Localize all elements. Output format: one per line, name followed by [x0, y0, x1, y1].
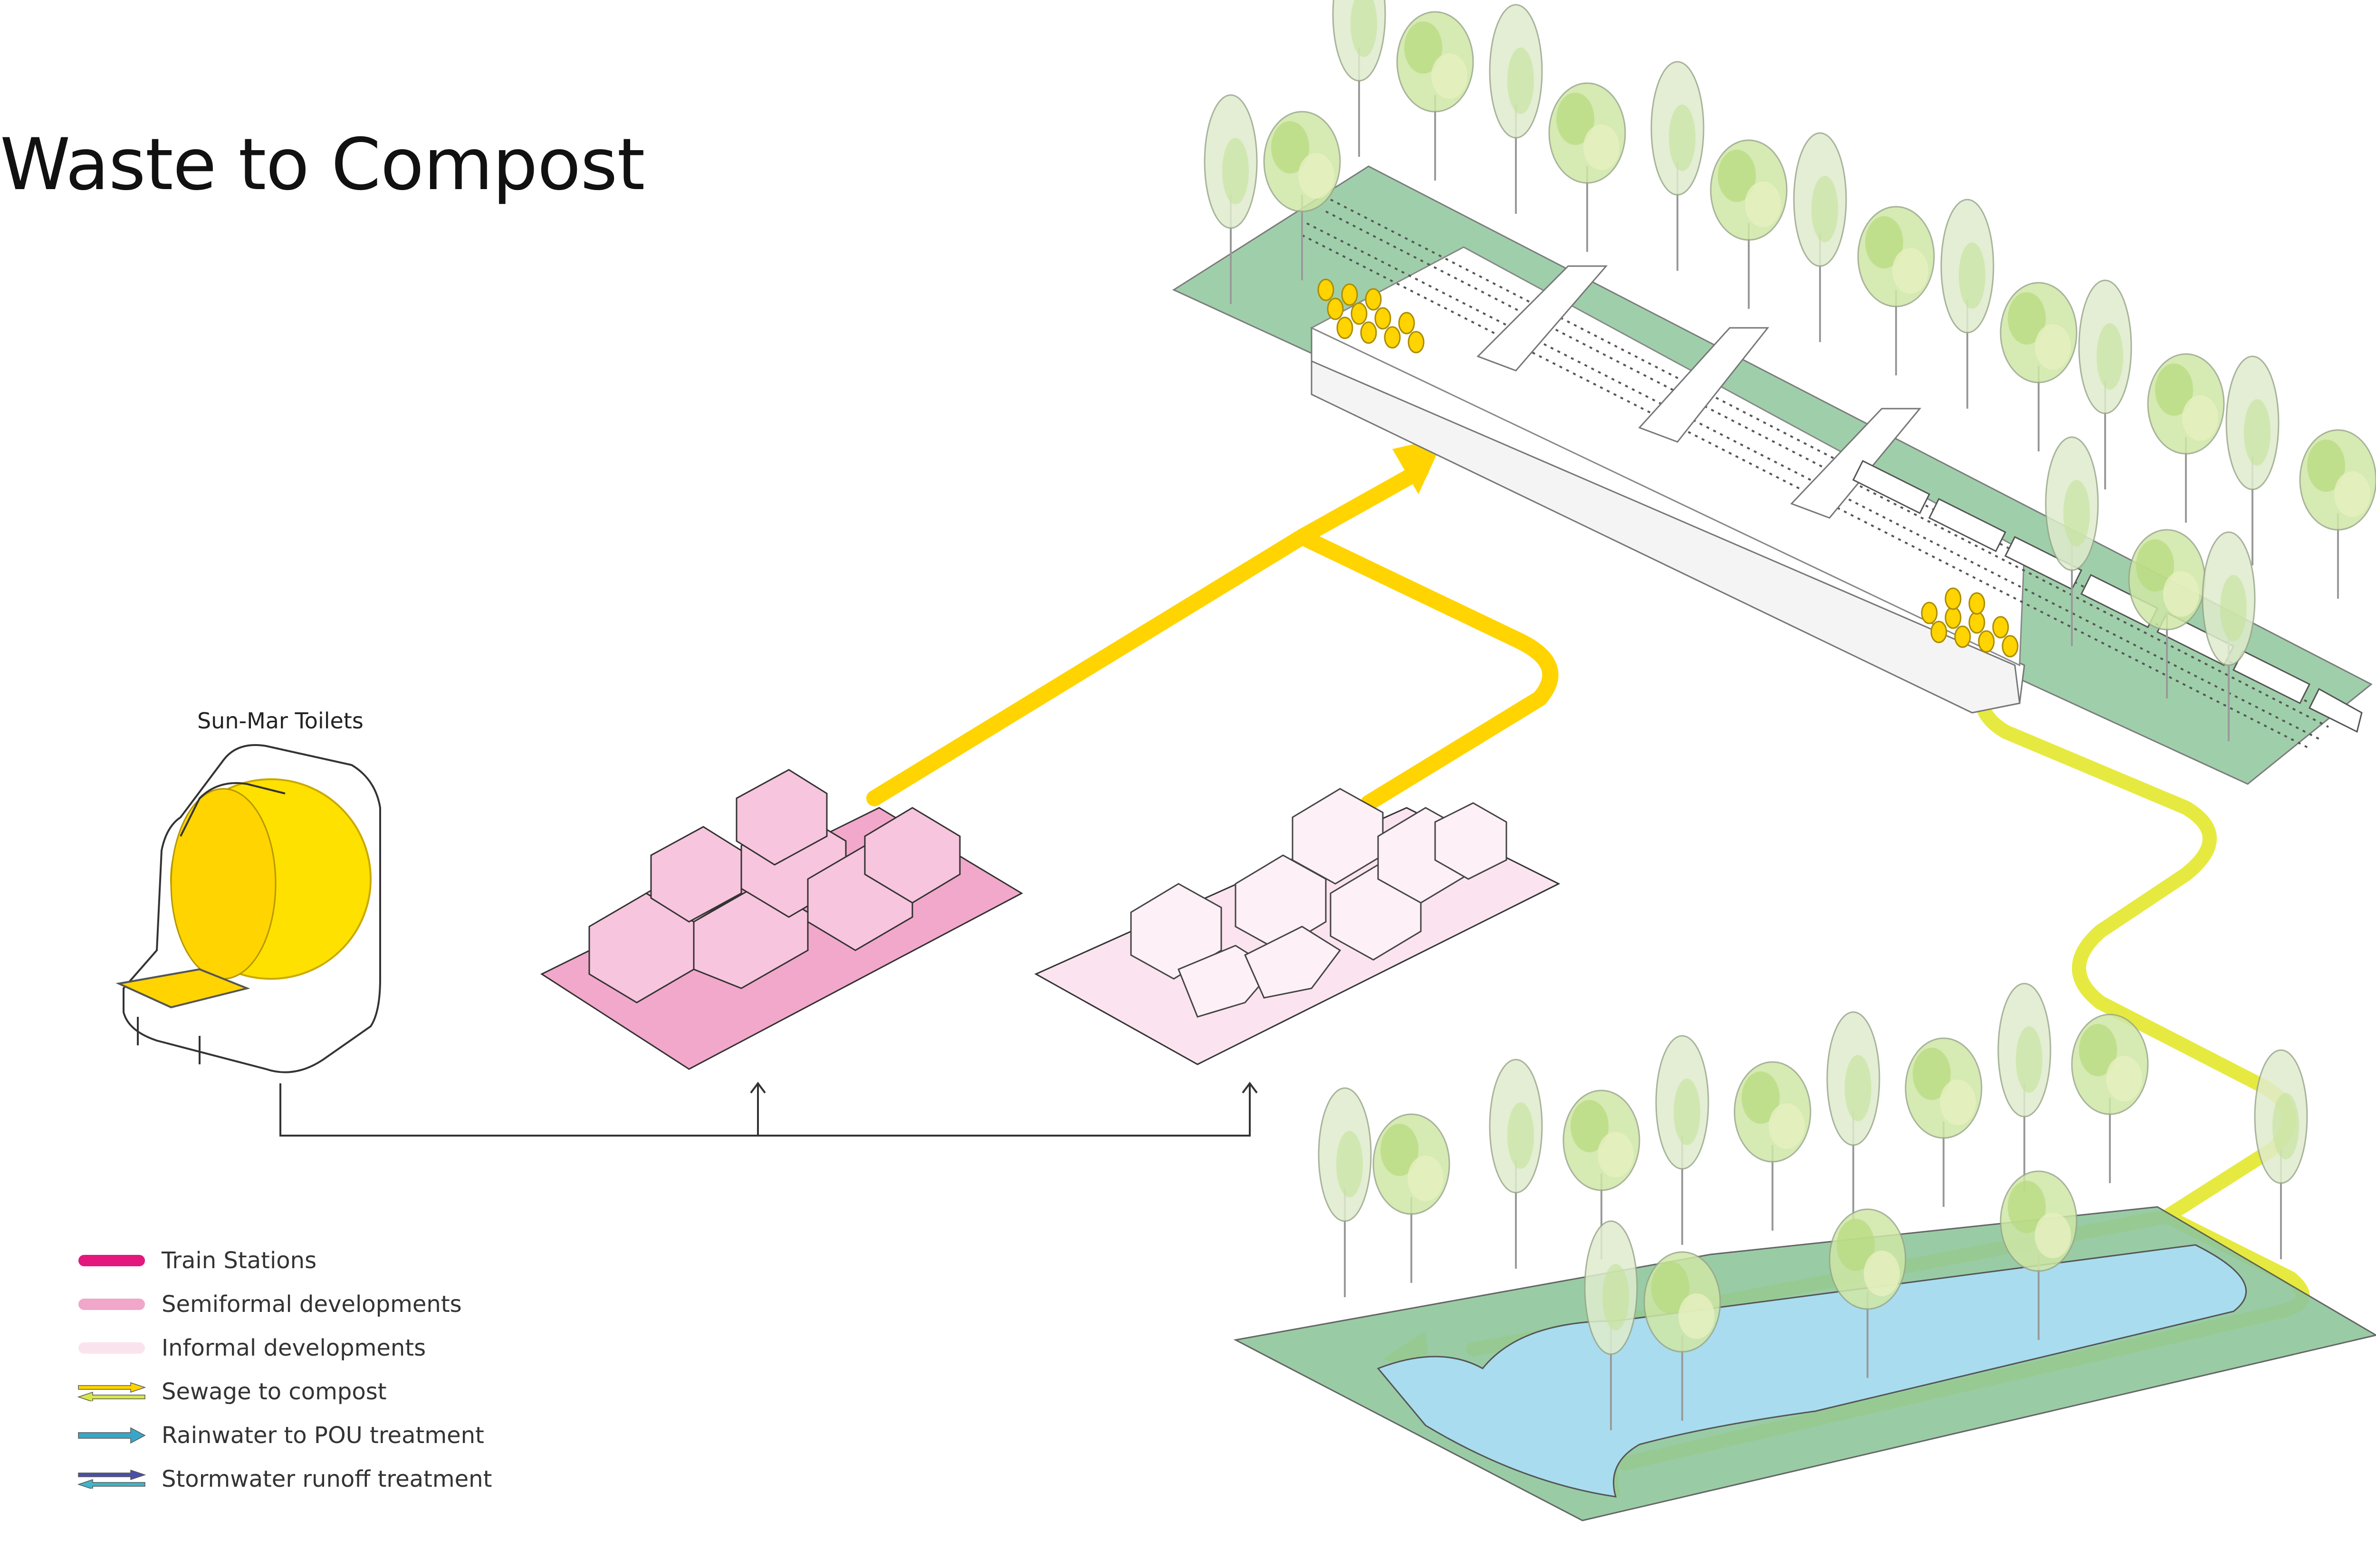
legend-label: Informal developments	[162, 1335, 426, 1361]
legend-swatch	[78, 1342, 145, 1354]
sewage-path-branch	[1294, 529, 1559, 811]
rail-corridor	[1172, 0, 2376, 785]
legend-label: Train Stations	[162, 1247, 317, 1274]
legend-label: Stormwater runoff treatment	[162, 1466, 492, 1492]
legend-swatch	[77, 1382, 146, 1401]
semiformal-development	[540, 769, 1024, 1070]
wetland-water	[1377, 1244, 2247, 1498]
toilet-caption: Sun-Mar Toilets	[197, 708, 364, 734]
legend-swatch	[77, 1470, 146, 1489]
legend-swatch	[78, 1427, 146, 1444]
toilet-connectors	[279, 1081, 1258, 1137]
compost-bins-bottom	[1921, 587, 2019, 658]
informal-development	[1034, 788, 1561, 1065]
legend-swatch	[78, 1255, 145, 1266]
station-platform-side	[1311, 360, 2021, 714]
footbridges	[1476, 265, 1922, 519]
legend-label: Sewage to compost	[162, 1378, 387, 1405]
legend-label: Semiformal developments	[162, 1291, 462, 1318]
wetland	[1233, 983, 2376, 1521]
page-title: Waste to Compost	[0, 124, 645, 206]
legend-swatch	[78, 1299, 145, 1310]
sun-mar-toilet	[115, 744, 381, 1073]
sewage-path-main	[866, 462, 1429, 806]
compost-bins-top	[1317, 278, 1425, 354]
legend-label: Rainwater to POU treatment	[162, 1422, 484, 1449]
